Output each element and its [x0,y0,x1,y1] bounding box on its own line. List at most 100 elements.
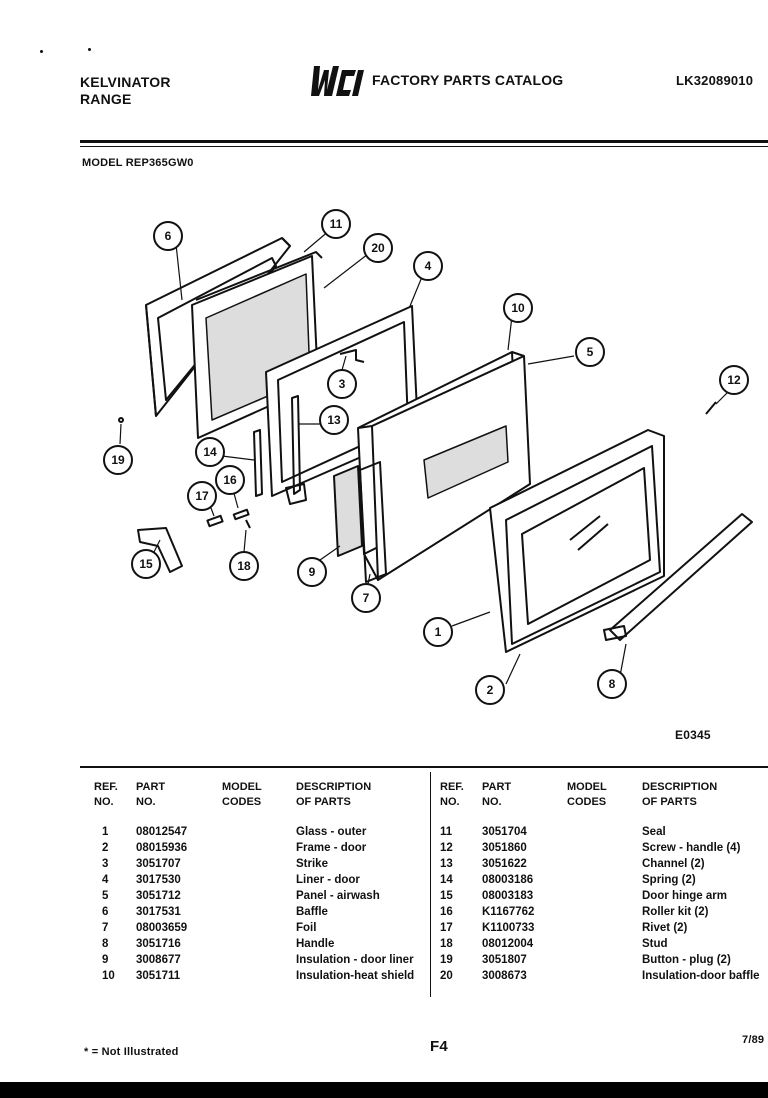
document-id: LK32089010 [676,73,754,88]
callout-label: 16 [223,473,237,487]
header-rule-thin [80,146,768,147]
description-cell: Screw - handle (4) [642,842,741,854]
model-number: MODEL REP365GW0 [82,157,194,169]
table-row: 10 3051711 Insulation-heat shield [94,970,426,986]
callout-9 [297,557,327,587]
callout-label: 9 [309,565,316,579]
exploded-parts-diagram: 6 11 20 4 10 5 3 13 12 14 19 16 17 15 18… [103,209,753,705]
table-row: 3 3051707 Strike [94,858,426,874]
table-row: 12 3051860 Screw - handle (4) [440,842,766,858]
header-rule [80,140,768,143]
part-no-cell: 3008677 [136,954,181,966]
ref-no-cell: 13 [440,858,453,870]
description-cell: Handle [296,938,335,950]
callout-label: 19 [111,453,125,467]
part-no-cell: 3051707 [136,858,181,870]
callout-label: 1 [435,625,442,639]
ref-no-cell: 1 [102,826,109,838]
callout-label: 4 [425,259,432,273]
description-cell: Spring (2) [642,874,696,886]
callout-label: 8 [609,677,616,691]
not-illustrated-note: * = Not Illustrated [84,1046,179,1058]
callout-label: 7 [363,591,370,605]
ref-no-cell: 15 [440,890,453,902]
part-no-cell: 08003183 [482,890,534,902]
description-cell: Foil [296,922,317,934]
ref-no-cell: 12 [440,842,453,854]
part-no-cell: 08012004 [482,938,534,950]
callout-16 [215,465,245,495]
ref-no-cell: 17 [440,922,453,934]
ref-no-cell: 9 [102,954,109,966]
callout-8 [597,669,627,699]
wci-logo [311,66,364,96]
description-cell: Insulation-heat shield [296,970,415,982]
ref-no-cell: 6 [102,906,109,918]
figure-code: E0345 [675,728,711,742]
ref-no-cell: 3 [102,858,109,870]
callout-10 [503,293,533,323]
page-number: F4 [430,1038,448,1055]
description-cell: Insulation-door baffle [642,970,760,982]
ref-no-cell: 5 [102,890,109,902]
catalog-title: FACTORY PARTS CATALOG [372,72,564,88]
part-no-cell: 3051711 [136,970,181,982]
description-cell: Roller kit (2) [642,906,709,918]
brand-name: KELVINATOR [80,74,171,90]
description-cell: Insulation - door liner [296,954,414,966]
description-cell: Door hinge arm [642,890,727,902]
description-cell: Glass - outer [296,826,367,838]
part-no-cell: 3051716 [136,938,181,950]
description-cell: Channel (2) [642,858,705,870]
part-no-cell: 3008673 [482,970,527,982]
part-no-cell: 08015936 [136,842,188,854]
scan-speck [40,50,43,53]
ref-no-cell: 19 [440,954,453,966]
table-row: 20 3008673 Insulation-door baffle [440,970,766,986]
callout-label: 13 [327,413,341,427]
callout-label: 12 [727,373,741,387]
description-cell: Strike [296,858,328,870]
callout-label: 14 [203,445,217,459]
ref-no-cell: 18 [440,938,453,950]
callout-label: 20 [371,241,385,255]
header-ref-no: REF.NO. [94,781,118,808]
part-no-cell: 3051807 [482,954,527,966]
part-no-cell: 08012547 [136,826,188,838]
part-no-cell: 3051860 [482,842,527,854]
callout-label: 11 [330,217,343,231]
ref-no-cell: 4 [102,874,109,886]
callout-4 [413,251,443,281]
ref-no-cell: 11 [440,826,453,838]
callout-label: 5 [587,345,594,359]
part-no-cell: 3051704 [482,826,527,838]
part-no-cell: 08003186 [482,874,534,886]
callout-label: 3 [339,377,346,391]
callout-label: 17 [195,489,209,503]
header-ref-no-right: REF.NO. [440,781,464,808]
ref-no-cell: 16 [440,906,453,918]
revision-date: 7/89 [742,1034,765,1046]
callout-2 [475,675,505,705]
ref-no-cell: 10 [102,970,115,982]
ref-no-cell: 20 [440,970,453,982]
part-no-cell: 3017531 [136,906,181,918]
callout-label: 10 [511,301,525,315]
table-row: 15 08003183 Door hinge arm [440,890,766,906]
description-cell: Frame - door [296,842,367,854]
callout-11 [321,209,351,239]
callout-label: 18 [237,559,251,573]
